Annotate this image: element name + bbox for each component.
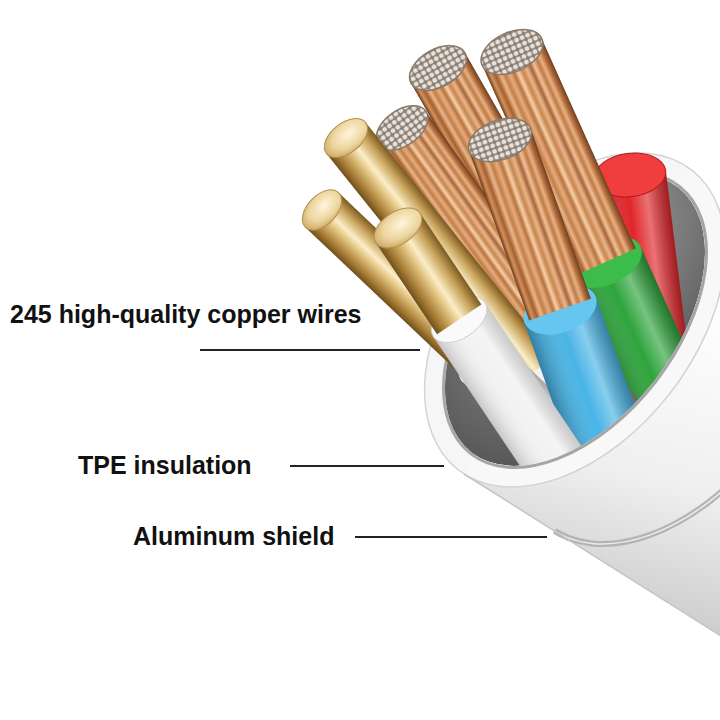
cable-jacket-front bbox=[363, 96, 720, 720]
leader-line bbox=[355, 536, 547, 538]
callout-label: TPE insulation bbox=[78, 451, 252, 480]
jacket-edge bbox=[464, 474, 720, 720]
leader-line bbox=[290, 465, 444, 467]
aluminum-shield-ring bbox=[454, 153, 720, 600]
leader-line bbox=[200, 349, 420, 351]
callout-label: 245 high-quality copper wires bbox=[10, 300, 361, 329]
callout-label: Aluminum shield bbox=[133, 522, 334, 551]
